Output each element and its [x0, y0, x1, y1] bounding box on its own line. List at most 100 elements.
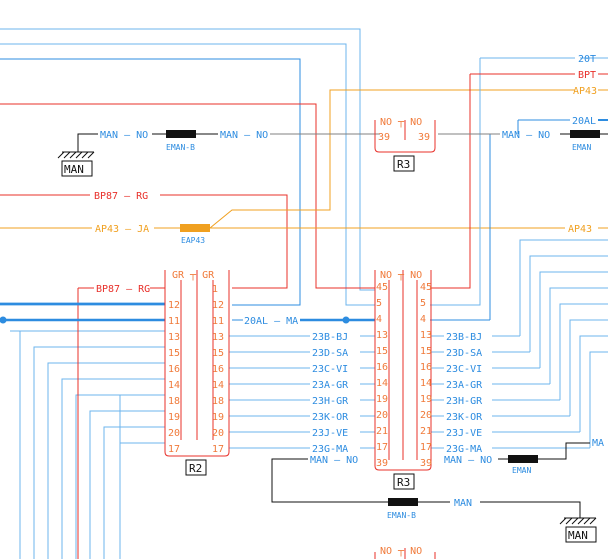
label-eman-bottom: EMAN — [512, 466, 531, 475]
connector-r3-top — [374, 120, 436, 153]
label-bp87-rg-lower: BP87 — RG — [96, 284, 150, 295]
right-wire-label: 23C-VI — [446, 364, 482, 375]
r2-pin-left: 20 — [168, 428, 180, 439]
mid-wire-label: 23K-OR — [312, 412, 349, 423]
r2-pin-right: 1 — [212, 284, 218, 295]
label-eman-top: EMAN — [572, 143, 591, 152]
labels-layer: 20T BPT AP43 20AL MAN — NO EMAN-B MAN — … — [64, 54, 604, 557]
eap43-splice — [180, 224, 210, 232]
label-bpt: BPT — [578, 70, 596, 81]
label-20al-ma: 20AL — MA — [244, 316, 298, 327]
label-r3-top-header: NO ┬ NO — [380, 117, 422, 128]
label-man-no-top-left: MAN — NO — [100, 130, 148, 141]
right-wire-labels: 23B-BJ23D-SA23C-VI23A-GR23H-GR23K-OR23J-… — [446, 332, 483, 455]
label-man-no-top-right: MAN — NO — [502, 130, 550, 141]
label-ap43-top: AP43 — [573, 86, 597, 97]
right-wire-label: 23J-VE — [446, 428, 482, 439]
r2-pin-left: 19 — [168, 412, 180, 423]
r2-pin-right: 12 — [212, 300, 224, 311]
r3-pin-right: 15 — [420, 346, 432, 357]
r2-pin-right: 18 — [212, 396, 224, 407]
r2-pin-left: 14 — [168, 380, 180, 391]
r2-pin-right: 11 — [212, 316, 224, 327]
r3-pin-right: 19 — [420, 394, 432, 405]
mid-wire-label: 23B-BJ — [312, 332, 348, 343]
r2-pin-right: 17 — [212, 444, 224, 455]
r3-pin-right: 17 — [420, 442, 432, 453]
r3-pin-right: 39 — [420, 458, 432, 469]
thick-blue-wires — [0, 302, 375, 324]
left-wire-bundle — [19, 330, 165, 559]
mid-wire-label: 23D-SA — [312, 348, 348, 359]
r3-pin-right: 4 — [420, 314, 426, 325]
label-man-no-top-mid: MAN — NO — [220, 130, 268, 141]
r3-top-tag-box — [393, 155, 415, 172]
label-r3-top-pin-left: 39 — [378, 132, 390, 143]
ground-man-top — [57, 133, 98, 177]
right-wire-label: 23G-MA — [446, 444, 482, 455]
r3-tag-box — [393, 473, 415, 490]
r2-pin-right: 14 — [212, 380, 224, 391]
r2-pin-right: 20 — [212, 428, 224, 439]
r3-pin-right: 16 — [420, 362, 432, 373]
mid-wire-label: 23C-VI — [312, 364, 348, 375]
r3-pin-right: 45 — [420, 282, 432, 293]
r2-pin-left: 13 — [168, 332, 180, 343]
r3-pin-left: 16 — [376, 362, 388, 373]
man-wire-top — [152, 130, 608, 138]
mid-wire-label: 23J-VE — [312, 428, 348, 439]
right-wire-label: 23K-OR — [446, 412, 483, 423]
r3-pin-left: 17 — [376, 442, 388, 453]
r2-pin-right: 19 — [212, 412, 224, 423]
right-wire-label: 23H-GR — [446, 396, 483, 407]
label-bottom-fragment-header: NO ┬ NO — [380, 546, 422, 557]
r3-pin-left: 5 — [376, 298, 382, 309]
label-20al-top: 20AL — [572, 116, 596, 127]
label-eman-b-bottom: EMAN-B — [387, 511, 416, 520]
r2-tag-box — [185, 459, 207, 476]
eman-splice-top — [570, 130, 600, 138]
mid-wire-label: 23A-GR — [312, 380, 349, 391]
label-r2: R2 — [189, 462, 202, 475]
top-wire-lines — [0, 28, 375, 306]
label-eap43: EAP43 — [181, 236, 205, 245]
r3-pin-left: 13 — [376, 330, 388, 341]
eman-splice-bottom — [508, 455, 538, 463]
r3-pin-left: 20 — [376, 410, 388, 421]
label-ap43-ja: AP43 — JA — [95, 224, 149, 235]
right-wire-label: 23D-SA — [446, 348, 482, 359]
right-wire-label: 23B-BJ — [446, 332, 482, 343]
eman-b-splice-bottom — [388, 498, 418, 506]
mid-wire-labels: 23B-BJ23D-SA23C-VI23A-GR23H-GR23K-OR23J-… — [312, 332, 349, 455]
r3-pin-right: 13 — [420, 330, 432, 341]
left-bundle-short-lines — [10, 330, 136, 559]
label-ground-man-bottom: MAN — [568, 529, 588, 542]
junction-dot-mid — [342, 316, 350, 324]
r2-pin-right: 13 — [212, 332, 224, 343]
r3-pin-left: 19 — [376, 394, 388, 405]
r3-pin-right: 14 — [420, 378, 432, 389]
connector-r2 — [164, 270, 230, 457]
connector-bottom-fragment — [374, 548, 436, 559]
label-r3-header: NO ┬ NO — [380, 270, 422, 281]
r3-pin-left: 45 — [376, 282, 388, 293]
label-bp87-rg-top: BP87 — RG — [94, 191, 148, 202]
label-r3-top: R3 — [397, 158, 410, 171]
label-20t: 20T — [578, 54, 596, 65]
mid-wire-runs — [229, 335, 375, 449]
mid-wire-label: 23G-MA — [312, 444, 348, 455]
ap43-wire — [154, 89, 608, 232]
label-r3-top-pin-right: 39 — [418, 132, 430, 143]
label-eman-b-top: EMAN-B — [166, 143, 195, 152]
r3-pin-left: 14 — [376, 378, 388, 389]
r2-pin-right: 15 — [212, 348, 224, 359]
r2-pin-right: 16 — [212, 364, 224, 375]
r2-pin-left: 12 — [168, 300, 180, 311]
man-wire-bottom — [271, 442, 597, 543]
r2-pin-left: 11 — [168, 316, 180, 327]
right-wire-runs — [431, 239, 608, 449]
